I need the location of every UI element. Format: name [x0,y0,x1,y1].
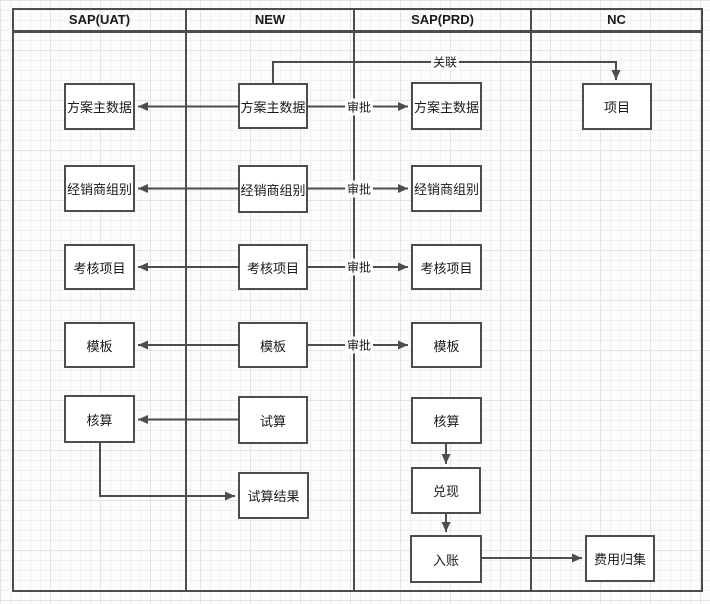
node-new-trial-calculation[interactable]: 试算 [238,396,308,444]
node-new-template[interactable]: 模板 [238,322,308,368]
node-new-trial-result[interactable]: 试算结果 [238,472,309,519]
node-prd-accounting[interactable]: 核算 [411,397,482,444]
node-prd-dealer-group[interactable]: 经销商组别 [411,165,482,212]
edge-label-approve-row1: 审批 [344,98,374,116]
swimlane-pool-frame [12,8,703,592]
lane-divider-2 [353,8,355,592]
node-new-dealer-group[interactable]: 经销商组别 [238,165,308,213]
node-uat-dealer-group[interactable]: 经销商组别 [64,165,135,212]
node-new-assessment-item[interactable]: 考核项目 [238,244,308,290]
lane-header-sap-uat: SAP(UAT) [68,12,131,27]
lane-divider-1 [185,8,187,592]
edge-label-relation: 关联 [430,53,460,71]
lane-header-new: NEW [254,12,286,27]
node-prd-redeem[interactable]: 兑现 [411,467,481,514]
swimlane-header-band [12,8,703,33]
lane-divider-3 [530,8,532,592]
node-uat-template[interactable]: 模板 [64,322,135,368]
edge-label-approve-row2: 审批 [344,180,374,198]
node-uat-accounting[interactable]: 核算 [64,395,135,443]
node-new-plan-master-data[interactable]: 方案主数据 [238,83,308,129]
edge-label-approve-row3: 审批 [344,258,374,276]
node-uat-assessment-item[interactable]: 考核项目 [64,244,135,290]
node-prd-posting[interactable]: 入账 [410,535,482,583]
node-prd-template[interactable]: 模板 [411,322,482,368]
edge-uataccount-to-trialresult [99,443,235,501]
node-prd-plan-master-data[interactable]: 方案主数据 [411,82,482,130]
node-nc-expense-collection[interactable]: 费用归集 [585,535,655,582]
lane-header-nc: NC [607,12,626,27]
node-prd-assessment-item[interactable]: 考核项目 [411,244,482,290]
node-nc-project[interactable]: 项目 [582,83,652,130]
edge-label-approve-row4: 审批 [344,336,374,354]
node-uat-plan-master-data[interactable]: 方案主数据 [64,83,135,130]
lane-header-sap-prd: SAP(PRD) [411,12,474,27]
